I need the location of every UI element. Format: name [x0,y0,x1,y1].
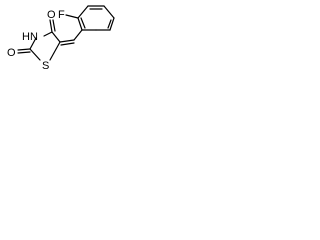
atom-label-s: S [42,60,49,72]
bond-c5-ch-a [59,39,75,43]
bond-c5-s [49,41,61,61]
ring-bond-1 [77,17,83,31]
bond-n-c4 [43,31,53,37]
bonds [17,5,115,61]
ring-bond-4 [103,5,115,19]
bond-c2-o-b [17,51,31,54]
ring-bond-2 [77,5,89,19]
bond-c2-o-a [17,48,31,51]
ring-bond-1-inner [80,17,86,29]
atom-label-f: F [58,9,65,21]
bond-c-f [65,14,79,19]
bond-c4-c5 [51,31,61,43]
bond-c2-n [29,37,37,50]
structure-svg: F O HN O S [7,5,115,72]
bond-c5-ch-b [60,42,75,46]
bond-c4-o-b [52,19,56,32]
bond-ch-ring [73,29,83,41]
molecule-diagram: F O HN O S [0,0,118,77]
atom-label-o-top: O [47,9,56,21]
atom-label-o-left: O [7,47,16,59]
atom-label-hn: HN [22,31,38,43]
ring-bond-5 [109,17,115,31]
bond-s-c2 [29,48,41,61]
ring-bond-5-inner [107,19,112,29]
bond-c4-o-a [49,19,53,33]
